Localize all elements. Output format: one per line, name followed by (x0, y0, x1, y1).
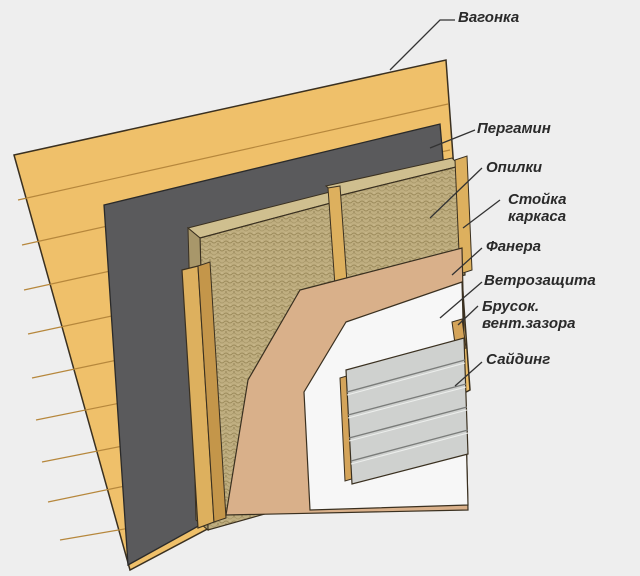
label-pergamin: Пергамин (477, 120, 551, 137)
label-sajding: Сайдинг (486, 351, 551, 368)
frame-post-right (454, 155, 473, 275)
leader-fanera (451, 247, 483, 276)
leader-sajding (454, 361, 483, 387)
leader-vetrozashchita (439, 281, 483, 319)
label-vetrozashchita: Ветрозащита (484, 272, 596, 289)
label-brusok-line1: Брусок. (482, 298, 540, 315)
leader-lines (389, 19, 501, 387)
siding-panel (345, 337, 469, 485)
label-opilki: Опилки (486, 159, 543, 176)
label-brusok-line2: вент.зазора (482, 315, 576, 332)
label-stoika-line1: Стойка (508, 191, 567, 208)
leader-stoika (462, 199, 501, 229)
leader-vagonka (389, 19, 455, 71)
label-stoika-line2: каркаса (508, 208, 567, 225)
frame-post-left-face (197, 261, 227, 523)
label-fanera: Фанера (486, 238, 541, 255)
leader-brusok (457, 305, 479, 326)
label-vagonka: Вагонка (458, 9, 520, 26)
leader-opilki (429, 167, 483, 219)
leader-pergamin (429, 129, 476, 149)
